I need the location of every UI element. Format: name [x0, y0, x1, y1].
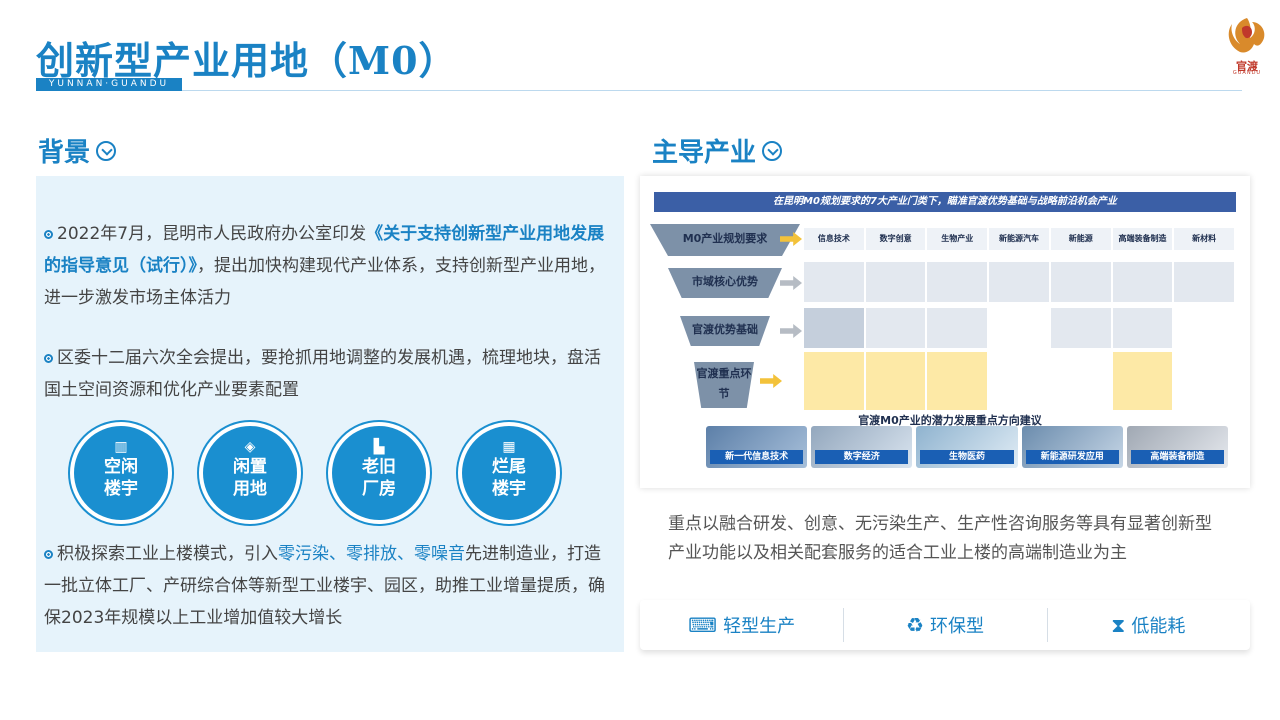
- key-link-cell: [1112, 352, 1173, 410]
- advantage-cell: [1112, 262, 1173, 302]
- direction-tile: 新能源研发应用: [1021, 426, 1123, 468]
- advantage-cell: [1050, 262, 1111, 302]
- foundation-cell: [1050, 308, 1111, 348]
- bullet-dot-icon: [44, 229, 53, 239]
- key-link-cell: [1174, 352, 1234, 410]
- advantage-cell: [927, 262, 988, 302]
- foundation-cell: [1112, 308, 1173, 348]
- logo-subtext: GUANDU: [1232, 70, 1262, 76]
- key-link-cell: [804, 352, 864, 410]
- arrow-icon: [780, 276, 802, 290]
- arrow-icon: [760, 374, 782, 388]
- industry-description: 重点以融合研发、创意、无污染生产、生产性咨询服务等具有显著创新型产业功能以及相关…: [668, 514, 1212, 563]
- direction-title: 官渡M0产业的潜力发展重点方向建议: [858, 414, 1042, 427]
- category-cell: 数字创意: [865, 228, 926, 250]
- category-cell: 高端装备制造: [1112, 228, 1173, 250]
- background-heading: 背景: [38, 132, 117, 169]
- phoenix-logo-icon: [1228, 18, 1265, 53]
- chevron-circle-icon: [762, 140, 783, 161]
- category-cell: 信息技术: [804, 228, 864, 250]
- diagram-banner: 在昆明M0规划要求的7大产业门类下，瞄准官渡优势基础与战略前沿机会产业: [654, 192, 1236, 212]
- background-heading-text: 背景: [38, 138, 91, 168]
- funnel-level-4: 官渡重点环节: [694, 362, 754, 408]
- advantage-cell: [989, 262, 1049, 302]
- industry-heading: 主导产业: [652, 132, 783, 169]
- bullet-plenary: 区委十二届六次全会提出，要抢抓用地调整的发展机遇，梳理地块，盘活国土空间资源和优…: [44, 348, 601, 400]
- recycle-icon: ♻: [906, 613, 924, 637]
- foundation-cell: [865, 308, 926, 348]
- hourglass-icon: ⧗: [1111, 613, 1126, 637]
- direction-tile: 生物医药: [916, 426, 1018, 468]
- logo-text: 官渡: [1236, 60, 1258, 73]
- key-link-cell: [989, 352, 1049, 410]
- title-subtitle-bar: YUNNAN·GUANDU: [36, 78, 182, 91]
- background-panel: 2022年7月，昆明市人民政府办公室印发《关于支持创新型产业用地发展的指导意见（…: [36, 176, 624, 652]
- building-icon: ▥: [114, 439, 128, 455]
- chevron-circle-icon: [96, 140, 117, 161]
- foundation-row: [804, 308, 1236, 348]
- circle-idle-land: ◈ 闲置 用地: [203, 426, 297, 520]
- bullet-dot-icon: [44, 353, 53, 363]
- feature-eco-friendly: ♻ 环保型: [843, 600, 1046, 650]
- advantage-cell: [804, 262, 864, 302]
- funnel-level-3: 官渡优势基础: [680, 316, 770, 346]
- keyboard-icon: ⌨: [688, 613, 718, 637]
- feature-bar: ⌨ 轻型生产 ♻ 环保型 ⧗ 低能耗: [640, 600, 1250, 650]
- funnel-level-2: 市域核心优势: [668, 268, 782, 298]
- category-cell: 生物产业: [927, 228, 988, 250]
- unfinished-building-icon: ▦: [502, 439, 516, 455]
- key-link-cell: [1051, 352, 1111, 410]
- category-cell: 新材料: [1174, 228, 1235, 250]
- title-divider: [182, 90, 1242, 91]
- category-row: 信息技术 数字创意 生物产业 新能源汽车 新能源 高端装备制造 新材料: [804, 228, 1236, 250]
- policy-highlight: 《关于支持创新型产业用地发展的指导意见（试行）》: [44, 224, 605, 276]
- arrow-icon: [780, 324, 802, 338]
- feature-low-energy: ⧗ 低能耗: [1046, 600, 1250, 650]
- advantage-cell: [865, 262, 926, 302]
- factory-icon: ▙: [373, 439, 385, 455]
- feature-light-production: ⌨ 轻型生产: [688, 613, 796, 637]
- land-icon: ◈: [244, 439, 256, 455]
- bullet-policy: 2022年7月，昆明市人民政府办公室印发《关于支持创新型产业用地发展的指导意见（…: [44, 224, 605, 308]
- category-cell: 新能源: [1050, 228, 1111, 250]
- advantage-cell: [1174, 262, 1235, 302]
- key-link-row: [804, 352, 1236, 410]
- foundation-cell: [927, 308, 988, 348]
- direction-tiles: 新一代信息技术 数字经济 生物医药 新能源研发应用 高端装备制造: [706, 426, 1232, 468]
- bullet-dot-icon: [44, 549, 53, 559]
- key-link-cell: [927, 352, 988, 410]
- circle-old-factory: ▙ 老旧 厂房: [332, 426, 426, 520]
- direction-tile: 新一代信息技术: [706, 426, 808, 468]
- funnel-level-1: M0产业规划要求: [650, 224, 800, 256]
- advantage-row: [804, 262, 1236, 302]
- foundation-cell: [1174, 308, 1234, 348]
- category-cell: 新能源汽车: [989, 228, 1049, 250]
- industry-heading-text: 主导产业: [652, 138, 757, 168]
- direction-tile: 高端装备制造: [1126, 426, 1229, 468]
- circle-unfinished-building: ▦ 烂尾 楼宇: [462, 426, 556, 520]
- key-link-cell: [865, 352, 926, 410]
- foundation-cell: [989, 308, 1049, 348]
- foundation-cell: [804, 308, 864, 348]
- bullet-industrial-upstairs: 积极探索工业上楼模式，引入零污染、零排放、零噪音先进制造业，打造一批立体工厂、产…: [44, 544, 605, 628]
- page-title: 创新型产业用地（M0）: [36, 38, 458, 83]
- circle-vacant-building: ▥ 空闲 楼宇: [74, 426, 168, 520]
- direction-tile: 数字经济: [811, 426, 913, 468]
- industry-diagram: 在昆明M0规划要求的7大产业门类下，瞄准官渡优势基础与战略前沿机会产业 M0产业…: [640, 176, 1250, 488]
